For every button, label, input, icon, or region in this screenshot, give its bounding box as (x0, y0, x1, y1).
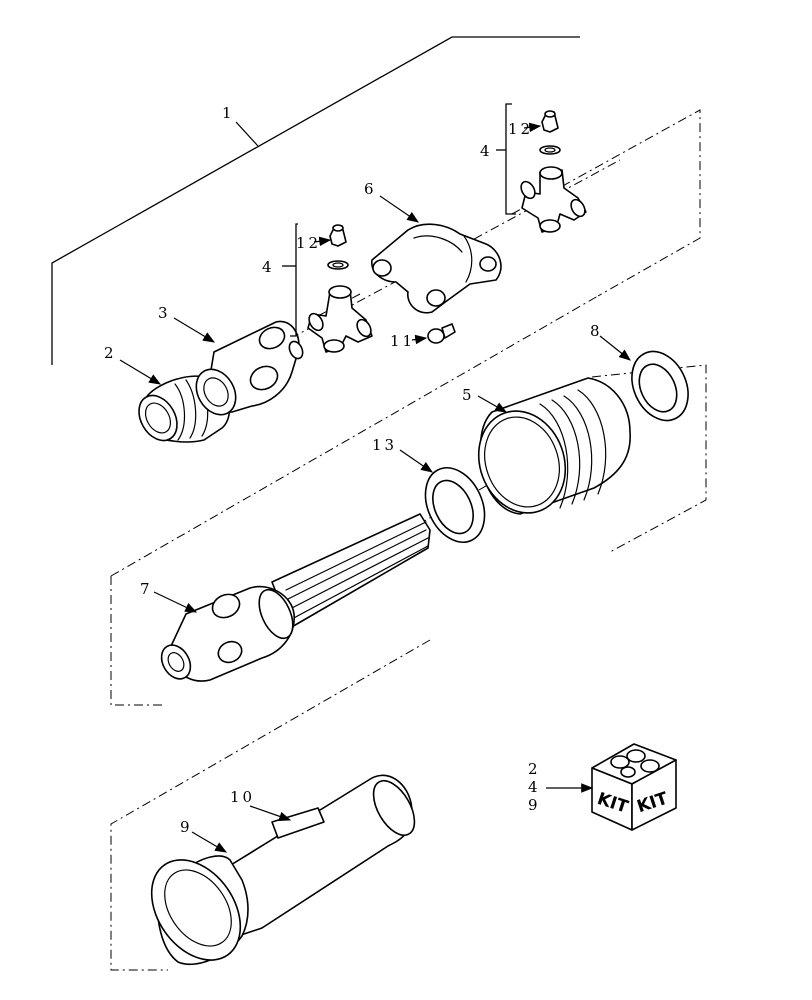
callout-labels: 1 2 3 4 4 5 6 7 8 9 10 11 12 12 13 2 4 9 (104, 104, 603, 836)
grease-fitting-part-11 (427, 323, 456, 344)
flange-yoke-part-6 (371, 223, 502, 314)
guard-cone-part-2 (138, 375, 231, 443)
callout-3: 3 (158, 304, 171, 322)
callout-1: 1 (222, 104, 235, 122)
callout-9: 9 (180, 818, 193, 836)
callout-7: 7 (140, 580, 153, 598)
dashdot-outline-upper (511, 109, 701, 297)
kit-ref-2: 2 (528, 760, 541, 778)
callout-13: 13 (372, 436, 397, 454)
kit-ref-4: 4 (528, 778, 541, 796)
decal-label-part-10 (271, 807, 325, 839)
cross-kit-right-part-4 (520, 145, 587, 233)
callout-5: 5 (462, 386, 475, 404)
assembly-bracket-1 (51, 36, 580, 365)
callout-12-left: 12 (296, 234, 321, 252)
kit-box: KIT KIT (591, 743, 677, 831)
callout-11: 11 (390, 332, 415, 350)
callout-leaders (119, 103, 631, 853)
guard-tube-part-5 (477, 377, 631, 515)
callout-12-right: 12 (508, 120, 533, 138)
seal-ring-part-13 (424, 467, 486, 543)
callout-10: 10 (230, 788, 255, 806)
outer-yoke-part-3 (195, 320, 304, 416)
callout-6: 6 (364, 180, 377, 198)
seal-ring-part-8 (631, 350, 689, 422)
callout-2: 2 (104, 344, 117, 362)
grease-fitting-right-part-12 (541, 110, 559, 133)
inner-yoke-part-7 (160, 513, 431, 682)
callout-4-right: 4 (480, 142, 493, 160)
dashdot-outline-lower (110, 639, 431, 971)
kit-ref-9: 9 (528, 796, 541, 814)
guard-tube-part-9 (150, 774, 416, 966)
callout-4-left: 4 (262, 258, 275, 276)
grease-fitting-left-part-12 (329, 224, 347, 247)
callout-8: 8 (590, 322, 603, 340)
cross-kit-left-part-4 (307, 260, 373, 353)
